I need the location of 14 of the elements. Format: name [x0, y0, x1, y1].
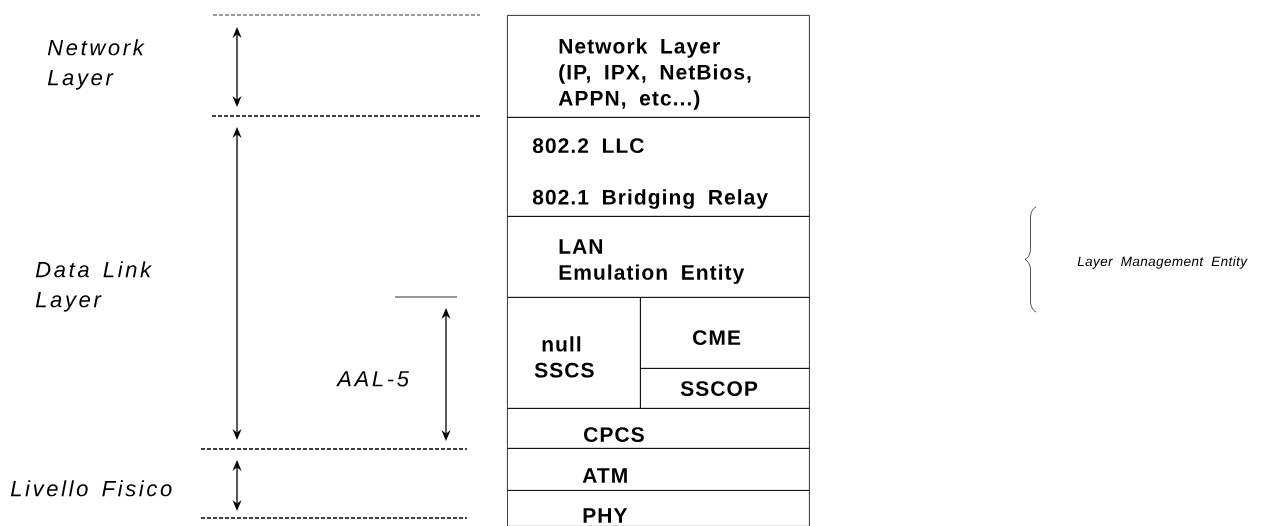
layer-box: ATM [507, 448, 810, 491]
layer-box: Network Layer (IP, IPX, NetBios, APPN, etc...) [507, 15, 810, 118]
layer-label: AAL-5 [336, 371, 409, 387]
layer-box: SSCOP [640, 368, 810, 409]
layer-box: PHY [507, 490, 810, 526]
layer-label: Livello Fisico [10, 480, 172, 497]
layer-label: Data Link Layer [35, 261, 152, 312]
layer-label: Layer Management Entity [1077, 256, 1248, 269]
layer-box: null SSCS [507, 297, 641, 409]
layer-box: CME [640, 297, 810, 369]
layer-box: LAN Emulation Entity [507, 216, 810, 298]
layer-box: CPCS [507, 408, 810, 449]
layer-box: 802.2 LLC 802.1 Bridging Relay [507, 117, 810, 217]
layer-label: Network Layer [47, 39, 145, 90]
